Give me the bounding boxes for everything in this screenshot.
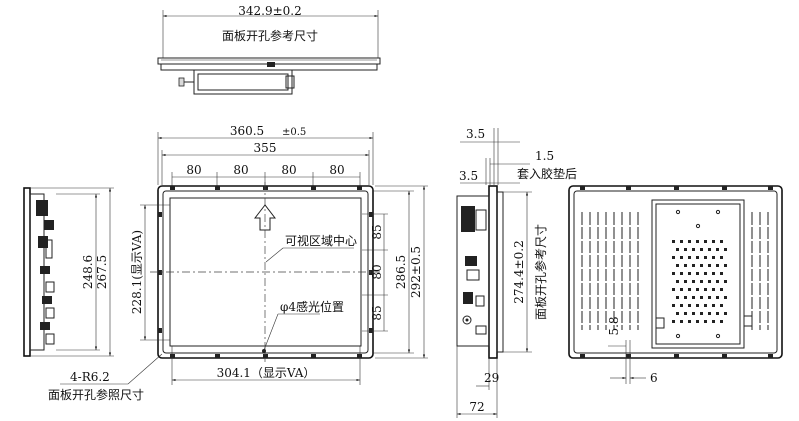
side-depth-b: 72	[469, 400, 484, 414]
sensor-label: φ4感光位置	[280, 299, 344, 314]
left-side-view: 248.6 267.5	[23, 187, 114, 357]
right-spacing-3: 85	[370, 305, 384, 320]
side-dim-top: 3.5	[466, 127, 485, 141]
hole-spacing-3: 80	[281, 163, 296, 177]
rear-dim-b: 6	[650, 371, 658, 385]
va-width: 304.1（显示VA）	[217, 366, 316, 380]
corner-label: 面板开孔参照尺寸	[48, 387, 144, 402]
side-depth-a: 29	[484, 371, 499, 385]
center-label: 可视区域中心	[285, 233, 357, 248]
hole-spacing-4: 80	[329, 163, 344, 177]
left-height-a: 248.6	[81, 255, 95, 289]
side-cutout-height: 274.4±0.2	[512, 240, 526, 304]
corner-radius: 4-R6.2	[70, 370, 110, 384]
left-height-b: 267.5	[95, 255, 109, 289]
inner-height: 286.5	[394, 255, 408, 289]
right-spacing-1: 85	[370, 224, 384, 239]
front-overall-width: 360.5	[230, 124, 264, 138]
va-height: 228.1(显示VA)	[130, 230, 144, 314]
gasket-dim: 1.5	[535, 149, 554, 163]
hole-spacing-2: 80	[233, 163, 248, 177]
side-dim-mid: 3.5	[459, 169, 478, 183]
overall-height: 292±0.5	[409, 246, 423, 298]
top-width-dim: 342.9±0.2	[238, 4, 302, 18]
gasket-label: 套入胶垫后	[517, 166, 577, 181]
top-view: 342.9±0.2 面板开孔参考尺寸	[157, 4, 381, 95]
front-bezel-width: 355	[254, 141, 277, 155]
top-cutout-label: 面板开孔参考尺寸	[222, 28, 318, 43]
side-cutout-label: 面板开孔参考尺寸	[533, 224, 548, 320]
right-spacing-2: 80	[370, 264, 384, 279]
front-overall-width-tol: ±0.5	[282, 127, 306, 138]
rear-view: 5.8 6	[568, 185, 783, 385]
side-view: 3.5 3.5 1.5 套入胶垫后 274.4±0.2 面板开孔参考尺寸 29	[456, 127, 577, 418]
front-view: 360.5 ±0.5 355 80 80 80 80	[48, 124, 428, 402]
rear-dim-a: 5.8	[607, 316, 621, 335]
hole-spacing-1: 80	[186, 163, 201, 177]
